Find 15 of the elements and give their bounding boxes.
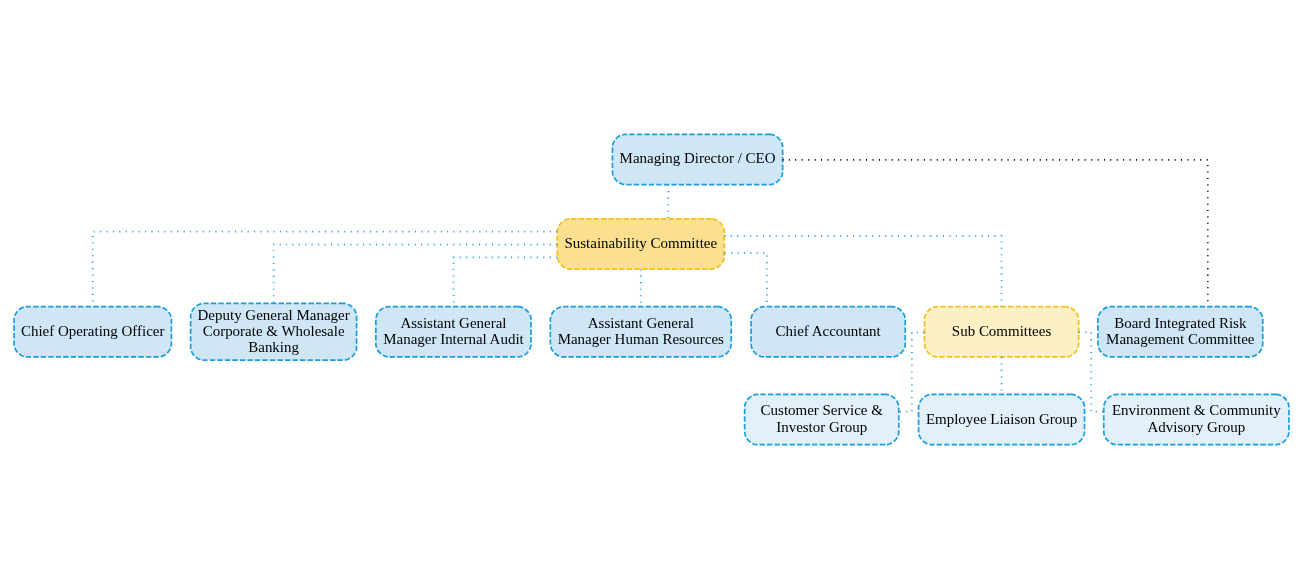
- connector: [272, 243, 558, 304]
- node-box: Board Integrated Risk Management Committee: [1097, 305, 1264, 358]
- node-box: Chief Accountant: [750, 305, 907, 358]
- connector: [667, 183, 670, 219]
- node-box: Managing Director / CEO: [611, 132, 784, 185]
- node-box: Sustainability Committee: [556, 217, 726, 270]
- node-box: Assistant General Manager Internal Audit: [375, 305, 532, 358]
- node-box: Customer Service & Investor Group: [743, 393, 900, 446]
- connector: [723, 234, 1003, 307]
- node-box: Deputy General Manager Corporate & Wholesale Banking: [189, 302, 358, 361]
- node-box: Sub Committees: [923, 305, 1080, 358]
- node-box: Employee Liaison Group: [917, 393, 1086, 446]
- node-box: Assistant General Manager Human Resources: [549, 305, 733, 358]
- node-box: Chief Operating Officer: [13, 305, 173, 358]
- node-box: Environment & Community Advisory Group: [1102, 393, 1290, 446]
